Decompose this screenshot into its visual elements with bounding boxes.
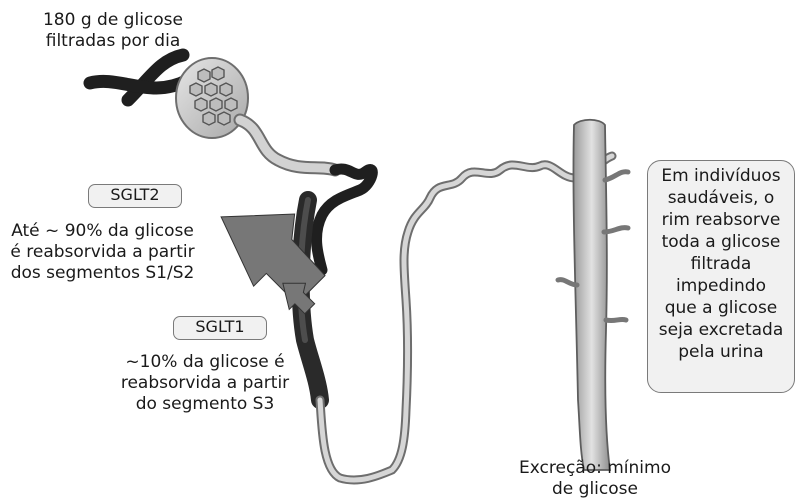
sglt2-desc-line-2: é reabsorvida a partir xyxy=(0,242,205,263)
filtered-line-1: 180 g de glicose xyxy=(18,10,208,31)
healthy-line-6: impedindo xyxy=(648,275,794,297)
healthy-line-5: filtrada xyxy=(648,253,794,275)
excretion-label: Excreção: mínimo de glicose xyxy=(515,458,675,500)
healthy-line-3: rim reabsorve xyxy=(648,209,794,231)
healthy-line-2: saudáveis, o xyxy=(648,187,794,209)
convoluted-segment-dark xyxy=(317,169,373,270)
healthy-line-4: toda a glicose xyxy=(648,231,794,253)
healthy-line-7: que a glicose xyxy=(648,297,794,319)
excretion-line-1: Excreção: mínimo xyxy=(515,458,675,479)
sglt2-description: Até ~ 90% da glicose é reabsorvida a par… xyxy=(0,221,205,284)
healthy-line-9: pela urina xyxy=(648,341,794,363)
arterioles xyxy=(90,55,188,100)
loop-of-henle xyxy=(320,156,612,480)
filtered-line-2: filtradas por dia xyxy=(18,31,208,52)
glomerulus xyxy=(176,58,248,138)
sglt2-box: SGLT2 xyxy=(88,184,182,208)
healthy-line-1: Em indivíduos xyxy=(648,165,794,187)
sglt1-desc-line-3: do segmento S3 xyxy=(110,394,300,415)
sglt2-desc-line-3: dos segmentos S1/S2 xyxy=(0,263,205,284)
healthy-line-8: seja excretada xyxy=(648,319,794,341)
sglt1-description: ~10% da glicose é reabsorvida a partir d… xyxy=(110,352,300,415)
sglt1-box: SGLT1 xyxy=(173,316,267,340)
sglt2-label: SGLT2 xyxy=(110,185,159,204)
filtered-glucose-label: 180 g de glicose filtradas por dia xyxy=(18,10,208,52)
sglt1-desc-line-2: reabsorvida a partir xyxy=(110,373,300,394)
sglt1-label: SGLT1 xyxy=(195,317,244,336)
sglt1-desc-line-1: ~10% da glicose é xyxy=(110,352,300,373)
sglt2-desc-line-1: Até ~ 90% da glicose xyxy=(0,221,205,242)
healthy-individuals-box: Em indivíduos saudáveis, o rim reabsorve… xyxy=(647,160,795,393)
excretion-line-2: de glicose xyxy=(515,479,675,500)
